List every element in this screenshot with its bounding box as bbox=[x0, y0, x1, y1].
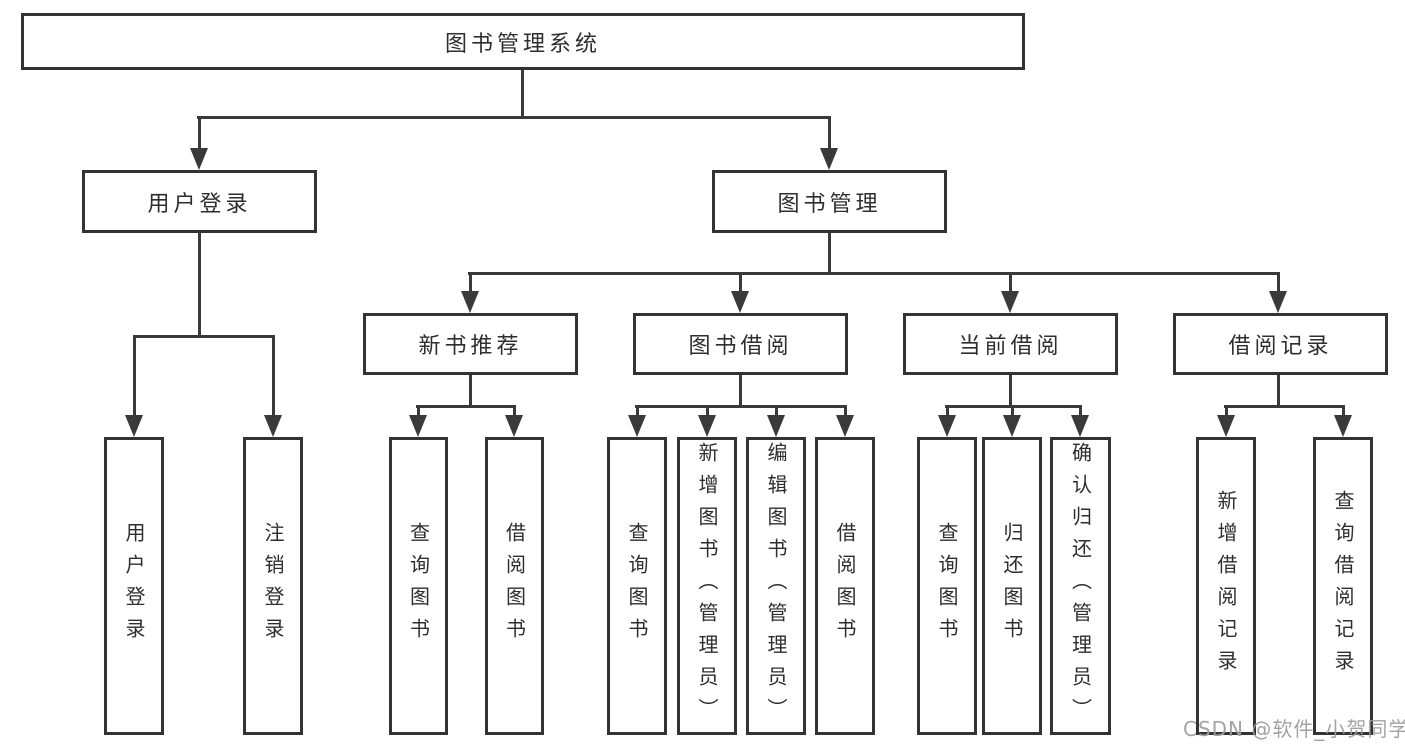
connector-newbook-split bbox=[416, 405, 516, 408]
connector-stem bbox=[133, 335, 136, 417]
arrow-down-icon bbox=[628, 415, 646, 437]
connector-user-login-trunk bbox=[198, 232, 201, 338]
connector-borrow-trunk bbox=[739, 374, 742, 408]
connector-stem bbox=[775, 405, 778, 419]
connector-records-trunk bbox=[1277, 374, 1280, 408]
leaf-label: 借阅图书 bbox=[833, 522, 857, 650]
leaf-label: 编辑图书（管理员） bbox=[764, 442, 788, 730]
connector-stem bbox=[1277, 272, 1280, 292]
connector-current-trunk bbox=[1009, 374, 1012, 408]
connector-stem bbox=[469, 272, 472, 292]
node-label: 新书推荐 bbox=[418, 334, 523, 359]
connector-stem bbox=[1342, 405, 1345, 419]
leaf-label: 注销登录 bbox=[261, 522, 285, 650]
arrow-down-icon bbox=[125, 415, 143, 437]
leaf-label: 查询图书 bbox=[935, 522, 959, 650]
leaf-user-login: 用户登录 bbox=[104, 437, 164, 735]
node-label: 用户登录 bbox=[147, 191, 252, 217]
arrow-down-icon bbox=[1071, 415, 1089, 437]
node-new-book-recommend: 新书推荐 bbox=[363, 313, 578, 375]
connector-stem bbox=[1079, 405, 1082, 419]
leaf-query-borrow-record: 查询借阅记录 bbox=[1313, 437, 1373, 735]
leaf-borrow-books: 借阅图书 bbox=[815, 437, 875, 735]
connector-book-mgmt-trunk bbox=[828, 232, 831, 275]
node-current-borrow: 当前借阅 bbox=[903, 313, 1118, 375]
leaf-add-borrow-record: 新增借阅记录 bbox=[1196, 437, 1256, 735]
node-label: 图书管理 bbox=[777, 191, 882, 217]
leaf-label: 确认归还（管理员） bbox=[1068, 442, 1093, 730]
node-book-borrow: 图书借阅 bbox=[633, 313, 848, 375]
connector-stem bbox=[739, 272, 742, 292]
connector-borrow-split bbox=[635, 405, 845, 408]
arrow-down-icon bbox=[1217, 415, 1235, 437]
arrow-down-icon bbox=[461, 291, 479, 313]
arrow-down-icon bbox=[1003, 415, 1021, 437]
connector-stem bbox=[1009, 272, 1012, 292]
connector-stem bbox=[198, 116, 201, 150]
leaf-label: 新增借阅记录 bbox=[1214, 490, 1238, 682]
leaf-confirm-return-admin: 确认归还（管理员） bbox=[1050, 437, 1111, 735]
connector-stem bbox=[513, 405, 516, 419]
arrow-down-icon bbox=[409, 415, 427, 437]
connector-stem bbox=[636, 405, 639, 419]
arrow-down-icon bbox=[505, 415, 523, 437]
node-book-management: 图书管理 bbox=[712, 170, 947, 233]
connector-stem bbox=[272, 335, 275, 417]
arrow-down-icon bbox=[698, 415, 716, 437]
leaf-query-books-borrow: 查询图书 bbox=[607, 437, 667, 735]
connector-level2-split bbox=[197, 116, 831, 119]
connector-stem bbox=[844, 405, 847, 419]
node-label: 图书借阅 bbox=[688, 334, 793, 359]
connector-root-trunk bbox=[521, 69, 524, 118]
node-label: 借阅记录 bbox=[1228, 334, 1333, 359]
leaf-label: 查询图书 bbox=[625, 522, 649, 650]
leaf-label: 新增图书（管理员） bbox=[695, 442, 719, 730]
connector-stem bbox=[946, 405, 949, 419]
leaf-add-books-admin: 新增图书（管理员） bbox=[677, 437, 737, 735]
connector-records-split bbox=[1224, 405, 1344, 408]
connector-stem bbox=[1225, 405, 1228, 419]
arrow-down-icon bbox=[836, 415, 854, 437]
leaf-edit-books-admin: 编辑图书（管理员） bbox=[746, 437, 806, 735]
arrow-down-icon bbox=[1334, 415, 1352, 437]
arrow-down-icon bbox=[938, 415, 956, 437]
leaf-logout: 注销登录 bbox=[243, 437, 303, 735]
leaf-borrow-books-recommend: 借阅图书 bbox=[485, 437, 544, 735]
leaf-label: 查询图书 bbox=[406, 522, 431, 650]
connector-user-login-split bbox=[133, 335, 275, 338]
arrow-down-icon bbox=[820, 148, 838, 170]
arrow-down-icon bbox=[731, 291, 749, 313]
connector-newbook-trunk bbox=[469, 374, 472, 408]
node-user-login: 用户登录 bbox=[82, 170, 317, 233]
connector-level3-split bbox=[468, 272, 1280, 275]
connector-stem bbox=[828, 116, 831, 150]
watermark: CSDN @软件_小贺同学 bbox=[1183, 717, 1405, 741]
arrow-down-icon bbox=[190, 148, 208, 170]
node-borrow-records: 借阅记录 bbox=[1173, 313, 1388, 375]
leaf-label: 查询借阅记录 bbox=[1331, 490, 1355, 682]
connector-stem bbox=[1011, 405, 1014, 419]
node-label: 图书管理系统 bbox=[444, 31, 601, 57]
leaf-label: 借阅图书 bbox=[502, 522, 527, 650]
leaf-label: 归还图书 bbox=[1000, 522, 1024, 650]
arrow-down-icon bbox=[767, 415, 785, 437]
arrow-down-icon bbox=[264, 415, 282, 437]
leaf-query-books-current: 查询图书 bbox=[917, 437, 977, 735]
leaf-query-books-recommend: 查询图书 bbox=[389, 437, 448, 735]
arrow-down-icon bbox=[1269, 291, 1287, 313]
node-root: 图书管理系统 bbox=[21, 13, 1025, 70]
leaf-return-books: 归还图书 bbox=[982, 437, 1042, 735]
connector-stem bbox=[706, 405, 709, 419]
leaf-label: 用户登录 bbox=[122, 522, 146, 650]
arrow-down-icon bbox=[1001, 291, 1019, 313]
node-label: 当前借阅 bbox=[958, 334, 1063, 359]
connector-stem bbox=[417, 405, 420, 419]
